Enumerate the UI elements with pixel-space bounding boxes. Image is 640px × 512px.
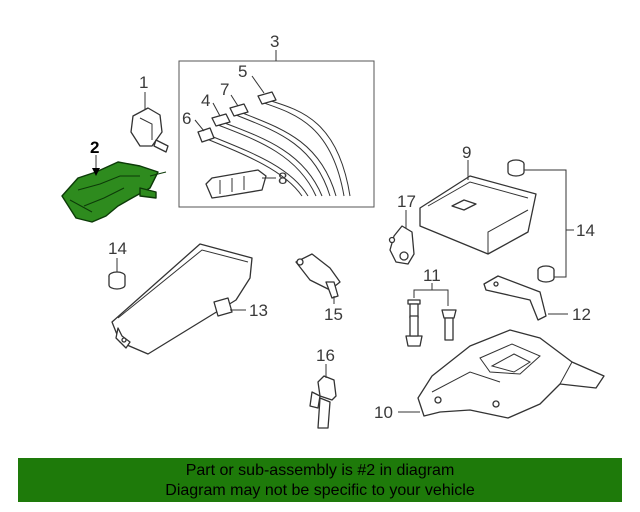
part-15-sensor[interactable]: [295, 253, 341, 299]
part-14-grommet-lower[interactable]: [537, 265, 555, 283]
part-16-sensor[interactable]: [309, 375, 337, 429]
part-13-control-module[interactable]: [111, 243, 253, 355]
callout-16[interactable]: 16: [316, 346, 335, 365]
callout-1[interactable]: 1: [139, 73, 148, 92]
part-14-grommet-left[interactable]: [108, 271, 126, 290]
callout-2[interactable]: 2: [90, 138, 99, 157]
callout-8[interactable]: 8: [278, 169, 287, 188]
callout-7[interactable]: 7: [220, 80, 229, 99]
callout-15[interactable]: 15: [324, 305, 343, 324]
part-1-sensor[interactable]: [130, 107, 169, 153]
banner-line-2: Diagram may not be specific to your vehi…: [165, 482, 475, 499]
part-8-wire-separator[interactable]: [205, 169, 267, 199]
callout-4[interactable]: 4: [201, 91, 210, 110]
part-11-bolt-b[interactable]: [441, 309, 457, 341]
callout-14-right[interactable]: 14: [576, 221, 595, 240]
callout-11[interactable]: 11: [423, 266, 441, 285]
info-banner: Part or sub-assembly is #2 in diagram Di…: [18, 458, 622, 502]
callout-2-arrow-icon: [92, 168, 100, 176]
callout-14-left[interactable]: 14: [108, 239, 127, 258]
part-11-bolt-a[interactable]: [405, 299, 423, 347]
callout-6[interactable]: 6: [182, 109, 191, 128]
banner-line-1: Part or sub-assembly is #2 in diagram: [185, 462, 455, 479]
spark-plug-wires[interactable]: [197, 91, 351, 197]
part-10-mounting-bracket[interactable]: [417, 329, 605, 419]
callout-10[interactable]: 10: [374, 403, 393, 422]
callout-3[interactable]: 3: [270, 32, 279, 51]
part-17-sensor[interactable]: [388, 225, 415, 265]
part-14-grommet-top[interactable]: [507, 159, 525, 177]
parts-diagram: 3 1 2 5 7 4 6: [61, 32, 605, 429]
part-2-highlighted-bracket[interactable]: [61, 161, 167, 223]
callout-12[interactable]: 12: [572, 305, 591, 324]
callout-17[interactable]: 17: [397, 192, 416, 211]
callout-9[interactable]: 9: [462, 143, 471, 162]
part-12-bracket[interactable]: [483, 275, 547, 321]
part-9-ecu[interactable]: [419, 175, 537, 255]
callout-13[interactable]: 13: [249, 301, 268, 320]
callout-5[interactable]: 5: [238, 62, 247, 81]
